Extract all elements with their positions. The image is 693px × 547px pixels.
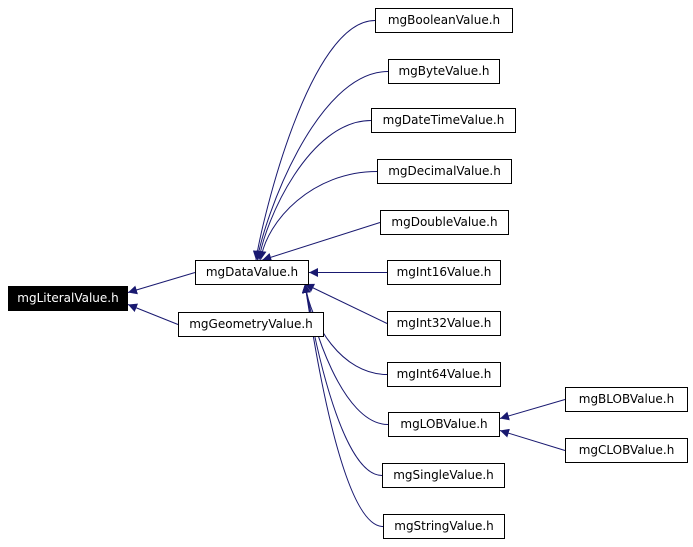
node-mgdatavalue[interactable]: mgDataValue.h	[195, 260, 309, 285]
edge-data-to-literal	[127, 272, 196, 295]
edge-lob-to-data	[301, 283, 389, 425]
node-mgliteralvalue: mgLiteralValue.h	[8, 286, 128, 311]
node-mgint64value[interactable]: mgInt64Value.h	[387, 362, 501, 387]
node-mgclobvalue[interactable]: mgCLOBValue.h	[565, 438, 688, 463]
node-mgbytevalue[interactable]: mgByteValue.h	[388, 59, 500, 84]
node-mgdecimalvalue[interactable]: mgDecimalValue.h	[377, 159, 512, 184]
edge-decimal-to-data	[257, 171, 378, 261]
node-mglobvalue[interactable]: mgLOBValue.h	[388, 412, 500, 437]
edge-geometry-to-literal	[127, 303, 179, 325]
edge-blob-to-lob	[499, 399, 566, 421]
node-mgbooleanvalue[interactable]: mgBooleanValue.h	[375, 8, 513, 33]
edge-boolean-to-data	[252, 20, 376, 261]
edge-byte-to-data	[254, 71, 389, 261]
node-mgdatetimevalue[interactable]: mgDateTimeValue.h	[371, 108, 516, 133]
node-mgblobvalue[interactable]: mgBLOBValue.h	[565, 387, 688, 412]
edge-int32-to-data	[304, 283, 388, 324]
edge-double-to-data	[262, 222, 381, 262]
node-mgstringvalue[interactable]: mgStringValue.h	[383, 514, 505, 539]
node-mggeometryvalue[interactable]: mgGeometryValue.h	[178, 312, 324, 337]
edge-clob-to-lob	[499, 428, 566, 451]
edge-string-to-data	[301, 283, 384, 527]
node-mgint32value[interactable]: mgInt32Value.h	[387, 311, 501, 336]
node-mgint16value[interactable]: mgInt16Value.h	[387, 260, 501, 285]
node-mgsinglevalue[interactable]: mgSingleValue.h	[382, 463, 505, 488]
edge-datetime-to-data	[255, 120, 372, 261]
edge-int64-to-data	[301, 283, 388, 375]
node-mgdoublevalue[interactable]: mgDoubleValue.h	[380, 210, 509, 235]
